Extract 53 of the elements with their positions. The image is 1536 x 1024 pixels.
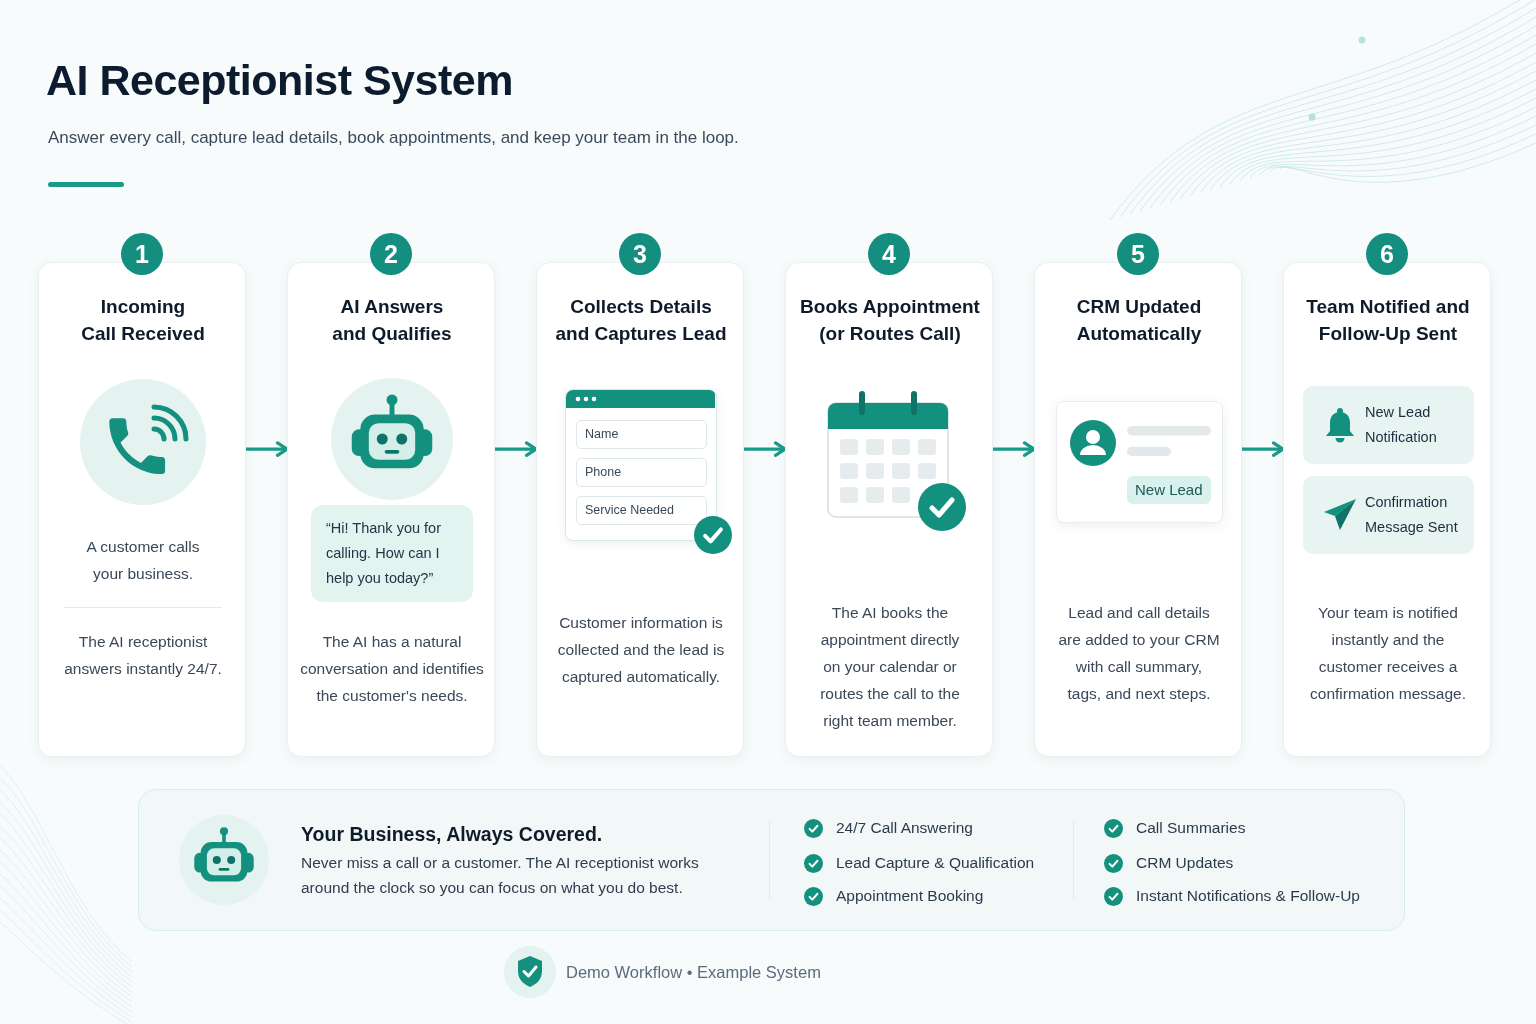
feature-item: Appointment Booking <box>836 887 984 904</box>
arrow <box>1240 441 1285 457</box>
step-heading: Team Notified and Follow-Up Sent <box>1306 296 1470 344</box>
step-number-badge: 4 <box>868 233 910 275</box>
step-number-badge: 3 <box>619 233 661 275</box>
status-tag: New Lead <box>1127 476 1211 504</box>
step-caption: A customer calls your business. <box>86 538 200 582</box>
step-card <box>287 262 495 757</box>
page-subtitle: Answer every call, capture lead details, book appointments, and keep your team in the loop. <box>48 128 739 147</box>
step-heading: Incoming Call Received <box>81 296 205 344</box>
step-card <box>38 262 246 757</box>
step-description: The AI books the appointment directly on your calendar or routes the call to the right team member. <box>820 604 960 729</box>
banner-text: Never miss a call or a customer. The AI receptionist works around the clock so you can focus on what you do best. <box>301 854 699 896</box>
feature-item: Instant Notifications & Follow-Up <box>1136 887 1360 904</box>
banner-heading: Your Business, Always Covered. <box>301 823 603 845</box>
speech-bubble: “Hi! Thank you for calling. How can I help you today?” <box>311 505 473 602</box>
input-field: Name <box>576 420 707 449</box>
notification-text: Confirmation Message Sent <box>1365 494 1458 535</box>
page-title: AI Receptionist System <box>46 55 513 106</box>
step-heading: AI Answers and Qualifies <box>332 296 452 344</box>
step-description: Lead and call details are added to your CRM with call summary, tags, and next steps. <box>1058 604 1220 702</box>
step-number-badge: 1 <box>121 233 163 275</box>
step-number-badge: 5 <box>1117 233 1159 275</box>
step-number-badge: 6 <box>1366 233 1408 275</box>
step-heading: Collects Details and Captures Lead <box>555 296 727 344</box>
step-card <box>785 262 993 757</box>
notification-text: New Lead Notification <box>1365 404 1437 445</box>
notification-card <box>1303 476 1474 554</box>
feature-item: CRM Updates <box>1136 854 1234 871</box>
input-field: Service Needed <box>576 496 707 525</box>
feature-item: Lead Capture & Qualification <box>836 854 1035 871</box>
step-number-badge: 2 <box>370 233 412 275</box>
step-card <box>1034 262 1242 757</box>
notification-card <box>1303 386 1474 464</box>
summary-banner <box>138 789 1405 931</box>
feature-item: 24/7 Call Answering <box>836 819 973 836</box>
step-description: The AI receptionist answers instantly 24/7. <box>64 633 222 677</box>
feature-item: Call Summaries <box>1136 819 1246 836</box>
step-card <box>536 262 744 757</box>
arrow <box>244 441 289 457</box>
arrow <box>742 441 787 457</box>
step-heading: CRM Updated Automatically <box>1076 296 1202 344</box>
contact-card <box>1056 401 1223 523</box>
input-field: Phone <box>576 458 707 487</box>
step-card <box>1283 262 1491 757</box>
form-window <box>565 389 717 541</box>
step-description: The AI has a natural conversation and identifies the customer's needs. <box>300 633 484 704</box>
step-description: Customer information is collected and the lead is captured automatically. <box>557 614 725 685</box>
arrow <box>493 441 538 457</box>
arrow <box>991 441 1036 457</box>
step-heading: Books Appointment (or Routes Call) <box>800 296 980 344</box>
step-description: Your team is notified instantly and the customer receives a confirmation message. <box>1310 604 1466 702</box>
footer-text: Demo Workflow • Example System <box>566 963 821 981</box>
